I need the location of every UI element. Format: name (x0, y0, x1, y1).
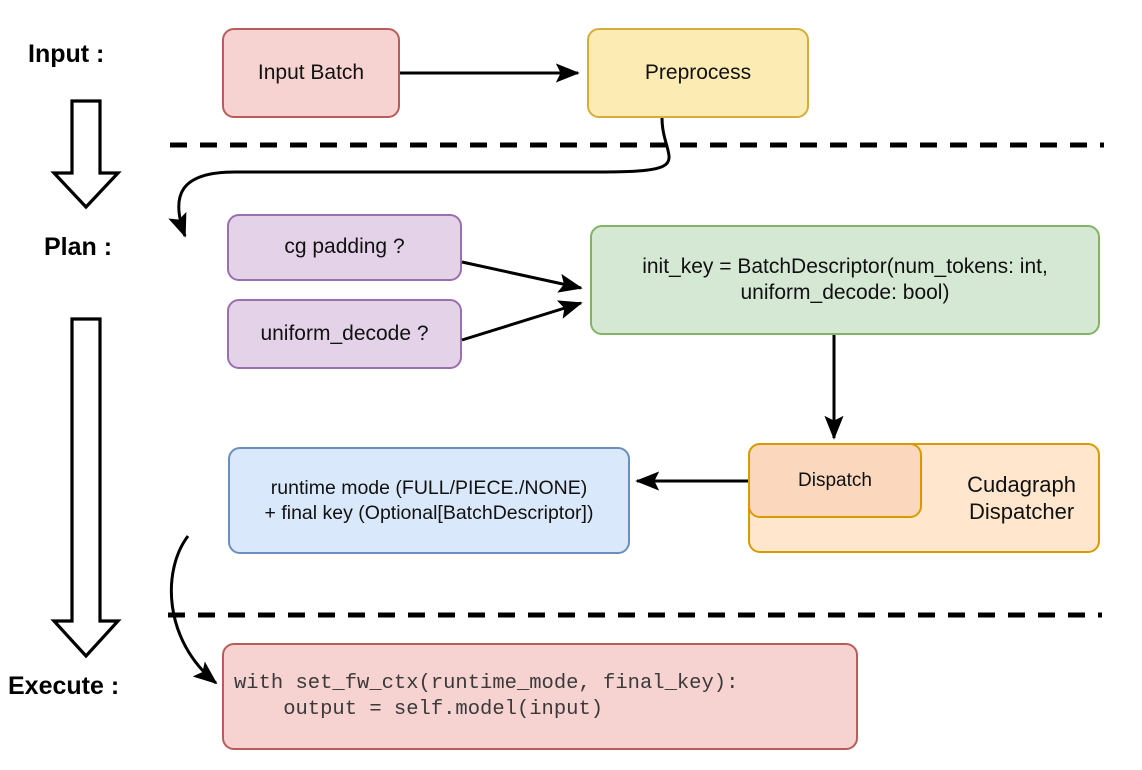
node-runtime-mode[interactable]: runtime mode (FULL/PIECE./NONE) + final … (228, 447, 630, 554)
node-cudagraph-dispatcher-label: Cudagraph Dispatcher (967, 471, 1076, 525)
plan-to-execute-flow-arrow (50, 317, 122, 659)
node-uniform-decode-label: uniform_decode ? (260, 321, 429, 345)
lane-label-execute: Execute : (8, 672, 120, 700)
node-cg-padding-label: cg padding ? (284, 235, 405, 259)
node-execute-code[interactable]: with set_fw_ctx(runtime_mode, final_key)… (222, 643, 858, 750)
node-execute-code-label: with set_fw_ctx(runtime_mode, final_key)… (234, 671, 739, 721)
node-cg-padding[interactable]: cg padding ? (227, 214, 462, 281)
edge-uniform-decode-to-init-key (461, 300, 583, 342)
node-preprocess-label: Preprocess (644, 60, 752, 84)
node-input-batch-label: Input Batch (257, 60, 365, 84)
node-runtime-mode-label: runtime mode (FULL/PIECE./NONE) + final … (264, 477, 594, 524)
node-dispatch-label: Dispatch (798, 469, 872, 491)
node-preprocess[interactable]: Preprocess (587, 28, 809, 118)
edge-runtime-mode-to-execute-code (169, 535, 218, 685)
input-to-plan-flow-arrow (50, 99, 122, 210)
edge-cg-padding-to-init-key (461, 260, 583, 293)
lane-label-input: Input : (28, 40, 105, 68)
node-init-key[interactable]: init_key = BatchDescriptor(num_tokens: i… (590, 225, 1100, 335)
node-dispatch[interactable]: Dispatch (748, 443, 922, 518)
node-uniform-decode[interactable]: uniform_decode ? (227, 299, 462, 369)
node-input-batch[interactable]: Input Batch (222, 28, 400, 118)
lane-label-plan: Plan : (44, 233, 113, 261)
node-init-key-label: init_key = BatchDescriptor(num_tokens: i… (642, 254, 1048, 304)
